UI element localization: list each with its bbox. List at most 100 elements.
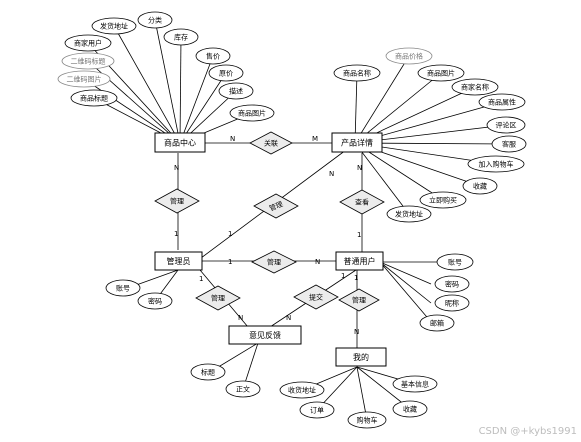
cardinality-label: N — [329, 170, 334, 178]
cardinality-label: N — [315, 258, 320, 266]
entity-label: 商品中心 — [164, 138, 196, 148]
attr-label: 商品图片 — [238, 109, 266, 118]
entity-admin — [154, 251, 203, 271]
attr-label: 分类 — [148, 16, 162, 25]
attr-label: 加入购物车 — [479, 160, 514, 169]
relationship-label: 管理 — [211, 294, 225, 303]
entity-label: 我的 — [353, 352, 369, 362]
attr-label: 购物车 — [357, 416, 378, 425]
attr-ellipse — [70, 89, 118, 107]
product-center-attributes: 发货地址 分类 商家用户 二维码标题 二维码图片 商品标题 库存 售价 原价 描… — [57, 11, 275, 122]
admin-attributes: 账号 密码 — [105, 279, 173, 310]
cardinality-label: 1 — [199, 275, 203, 283]
cardinality-label: N — [286, 314, 291, 322]
mine-attributes: 收货地址 基本信息 订单 收藏 购物车 — [279, 375, 438, 429]
relationship-manage-product-center — [154, 188, 200, 214]
cardinality-label: 1 — [341, 272, 345, 280]
entities: 商品中心 产品详情 管理员 普通用户 意见反馈 我的 — [154, 132, 387, 367]
attr-ellipse — [486, 116, 526, 134]
attr-label: 商品图片 — [427, 69, 455, 78]
entity-label: 产品详情 — [341, 138, 373, 148]
attr-ellipse — [491, 135, 527, 153]
cardinality-label: M — [312, 135, 318, 143]
attr-label: 商家名称 — [461, 83, 489, 92]
attr-label: 商品标题 — [80, 94, 108, 103]
attr-label: 库存 — [174, 33, 188, 42]
attr-ellipse — [347, 411, 387, 429]
attr-label: 账号 — [448, 258, 462, 267]
attr-ellipse — [333, 64, 381, 82]
attr-ellipse — [462, 177, 498, 195]
relationship-submit — [293, 284, 339, 310]
relationship-view — [339, 189, 385, 215]
attr-ellipse — [451, 78, 499, 96]
cardinality-label: N — [174, 164, 179, 172]
attr-ellipse — [419, 314, 455, 332]
attr-ellipse — [190, 363, 226, 381]
attr-ellipse — [137, 11, 173, 29]
attr-label: 昵称 — [445, 299, 459, 308]
entity-mine — [335, 347, 387, 367]
attr-ellipse — [392, 400, 428, 418]
attr-label: 正文 — [236, 385, 250, 394]
attr-label: 标题 — [201, 368, 215, 377]
attr-ellipse — [91, 17, 137, 35]
relationship-manage-mine — [338, 288, 380, 312]
attr-ellipse — [417, 64, 465, 82]
relationship-label: 查看 — [355, 198, 369, 207]
cardinality-label: 1 — [354, 274, 358, 282]
attr-label: 售价 — [206, 52, 220, 61]
attr-label: 二维码图片 — [67, 75, 102, 84]
cardinality-label: 1 — [357, 231, 361, 239]
cardinality-labels: N M N 1 1 N N 1 1 N 1 N N 1 1 N — [174, 135, 362, 336]
cardinality-label: N — [238, 314, 243, 322]
attr-ellipse — [163, 28, 199, 46]
attr-label: 邮箱 — [430, 319, 444, 328]
attr-ellipse — [64, 34, 112, 52]
relationships: 关联 管理 管理 查看 管理 管理 提交 管理 — [154, 131, 385, 312]
attr-label: 收藏 — [473, 182, 487, 191]
attr-ellipse — [434, 294, 470, 312]
attr-ellipse — [419, 191, 467, 209]
attr-label: 收藏 — [403, 405, 417, 414]
attr-label: 原价 — [219, 70, 233, 78]
entity-user — [335, 251, 384, 271]
attr-label: 账号 — [116, 284, 130, 293]
entity-feedback — [228, 325, 302, 345]
attr-label: 密码 — [148, 297, 162, 306]
entity-product-details — [331, 132, 383, 153]
relationship-manage-user — [251, 250, 297, 274]
user-attributes: 账号 密码 昵称 邮箱 — [419, 253, 474, 332]
attr-ellipse — [279, 381, 325, 399]
cardinality-label: 1 — [228, 258, 232, 266]
cardinality-label: N — [230, 135, 235, 143]
attr-label: 二维码标题 — [71, 57, 106, 66]
relationship-label: 管理 — [170, 197, 184, 206]
attr-label: 商品价格 — [395, 52, 423, 61]
attr-label: 描述 — [229, 87, 243, 96]
relationship-link — [249, 131, 293, 155]
attr-label: 立即购买 — [429, 196, 457, 205]
relationship-manage-feedback — [195, 285, 241, 311]
attr-ellipse — [385, 47, 433, 65]
entity-label: 普通用户 — [344, 256, 376, 266]
attr-ellipse — [392, 375, 438, 393]
attr-label: 客服 — [502, 140, 516, 149]
attr-label: 收货地址 — [288, 386, 316, 395]
attr-label: 商家用户 — [74, 39, 102, 48]
attr-ellipse — [225, 380, 261, 398]
attr-ellipse — [436, 253, 474, 271]
attr-ellipse — [229, 104, 275, 122]
attr-ellipse — [467, 155, 525, 173]
attr-ellipse — [105, 279, 141, 297]
relationship-label: 提交 — [309, 293, 323, 302]
cardinality-label: 1 — [228, 230, 232, 238]
cardinality-label: 1 — [174, 230, 178, 238]
attr-ellipse — [218, 82, 254, 100]
cardinality-label: N — [357, 164, 362, 172]
attr-ellipse — [137, 292, 173, 310]
relationship-label: 管理 — [352, 296, 366, 305]
attr-label: 订单 — [310, 406, 324, 415]
attr-label: 商品名称 — [343, 69, 371, 78]
